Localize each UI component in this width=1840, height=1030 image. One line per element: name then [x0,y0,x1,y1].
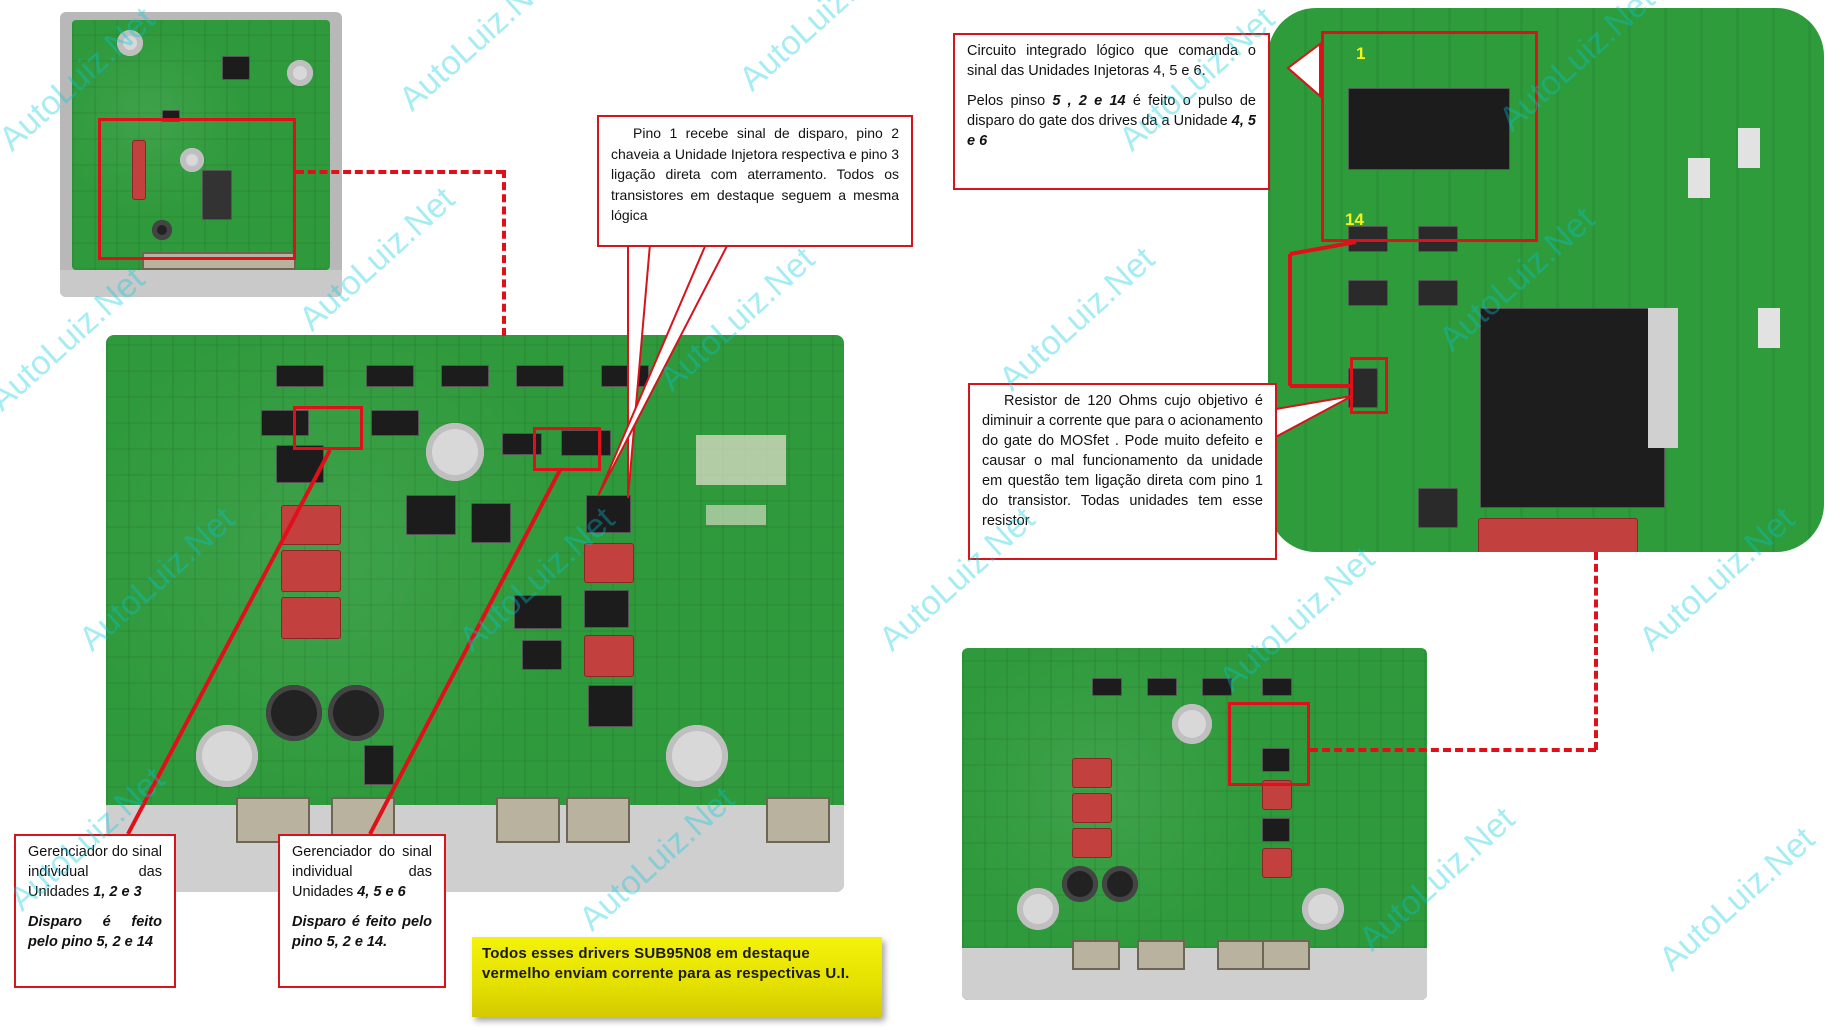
connector-top-h [296,170,504,174]
ic-highlight-123 [293,406,363,450]
connector-right-h [1310,748,1596,752]
ic-highlight-456 [533,427,601,471]
callout-logic-ic: Circuito integrado lógico que comanda o … [953,33,1270,190]
ger123-line2: Disparo é feito pelo pino 5, 2 e 14 [28,914,162,950]
zoom-ic-highlight [1321,31,1538,242]
ci-pins-units: 4, 5 e 6 [967,113,1256,149]
connector-right-v [1594,552,1598,750]
ger456-line1: Gerenciador do sinal individual das Unid… [292,842,432,902]
main-pcb-photo [106,335,844,892]
drivers-banner-text: Todos esses drivers SUB95N08 em destaque… [482,945,850,982]
callout-logic-ic-pins: Pelos pinso 5 , 2 e 14 é feito o pulso d… [967,91,1256,151]
ger123-units: 1, 2 e 3 [93,884,142,900]
callout-resistor-text: Resistor de 120 Ohms cujo objetivo é dim… [982,393,1263,529]
ger456-line1-text: Gerenciador do sinal individual das Unid… [292,844,432,900]
ci-pins-mid: é feito o pulso de disparo do gate dos d… [967,93,1256,129]
ger123-line1-text: Gerenciador do sinal individual das Unid… [28,844,162,900]
overview-highlight-box [98,118,296,260]
ecu-overview-photo [60,12,342,297]
zoom-ic-photo [1268,8,1824,552]
callout-manager-456: Gerenciador do sinal individual das Unid… [278,834,446,988]
callout-resistor: Resistor de 120 Ohms cujo objetivo é dim… [968,383,1277,560]
pin-14-label: 14 [1345,210,1364,229]
callout-manager-123: Gerenciador do sinal individual das Unid… [14,834,176,988]
pin-1-label: 1 [1356,44,1366,63]
ger456-units: 4, 5 e 6 [357,884,406,900]
ci-pins-prefix: Pelos pinso [967,93,1046,109]
secondary-highlight-box [1228,702,1310,786]
callout-logic-ic-desc: Circuito integrado lógico que comanda o … [967,43,1256,79]
ger123-line1: Gerenciador do sinal individual das Unid… [28,842,162,902]
callout-pin-logic: Pino 1 recebe sinal de disparo, pino 2 c… [597,115,913,247]
ger456-line2: Disparo é feito pelo pino 5, 2 e 14. [292,914,432,950]
ci-pins-values: 5 , 2 e 14 [1052,93,1126,109]
callout-pin-logic-text: Pino 1 recebe sinal de disparo, pino 2 c… [611,125,899,223]
secondary-pcb-photo [962,648,1427,1000]
connector-top-v [502,170,506,336]
drivers-banner: Todos esses drivers SUB95N08 em destaque… [472,937,882,1017]
